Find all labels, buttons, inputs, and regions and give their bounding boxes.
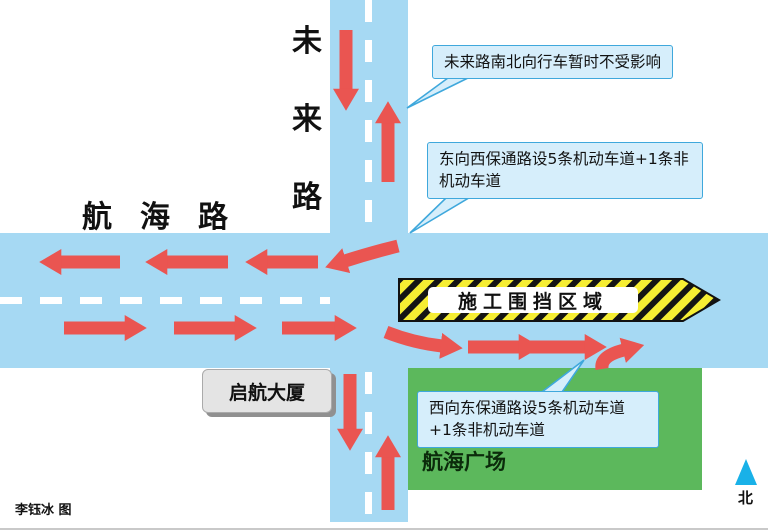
construction-zone-label: 施工围挡区域: [428, 287, 638, 313]
callout-2-tail: [409, 195, 475, 234]
lane-divider-horizontal: [0, 297, 330, 304]
callout-3-text: 西向东保通路设5条机动车道+1条非机动车道: [429, 399, 625, 440]
bottom-divider: [0, 528, 768, 530]
lane-divider-vertical-top: [365, 0, 372, 228]
plaza-label: 航海广场: [422, 450, 506, 474]
callout-1-tail: [406, 74, 475, 109]
callout-east-west-note: 东向西保通路设5条机动车道+1条非机动车道: [427, 142, 703, 199]
weilai-char-1: 未: [292, 24, 322, 59]
callout-north-south-note: 未来路南北向行车暂时不受影响: [432, 45, 674, 80]
lane-divider-vertical-bottom: [365, 372, 372, 522]
north-arrow-icon: [735, 459, 757, 485]
north-label: 北: [738, 489, 754, 507]
building-label: 启航大厦: [228, 381, 305, 404]
callout-west-east-note: 西向东保通路设5条机动车道+1条非机动车道: [417, 391, 659, 448]
credit-text: 李钰冰 图: [15, 503, 72, 518]
callout-2-text: 东向西保通路设5条机动车道+1条非机动车道: [439, 150, 689, 191]
weilai-char-3: 路: [292, 180, 322, 215]
weilai-char-2: 来: [292, 102, 322, 137]
callout-1-text: 未来路南北向行车暂时不受影响: [444, 53, 662, 71]
qihang-building: 启航大厦: [202, 369, 332, 413]
hanghai-road-name: 航海路: [82, 200, 256, 235]
weilai-road-name: 未 来 路: [292, 16, 322, 216]
